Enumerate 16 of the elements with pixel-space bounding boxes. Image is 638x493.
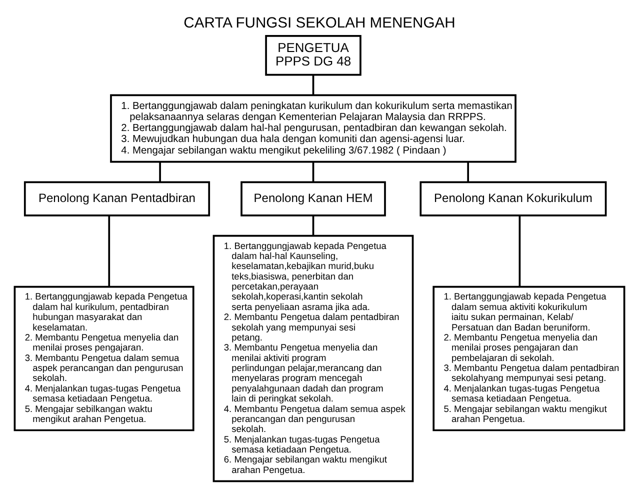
diagram-title: CARTA FUNGSI SEKOLAH MENENGAH xyxy=(183,15,455,32)
node-box: 1. Bertanggungjawab dalam peningkatan kurikulum dan kokurikulum serta memastikan pelaksanaannya selaras dengan Kementerian Pelajaran Malaysia dan RRPPS. 2. Bertanggungjawab dalam hal-hal pengurusan, pentadbiran dan kewangan sekolah. 3. Mewujudkan hubungan dua hala dengan komuniti dan agensi-agensi luar. 4. Mengajar sebilangan waktu mengikut pekeliling 3/67.1982 ( Pindaan ) xyxy=(110,94,516,163)
node-box: 1. Bertanggungjawab kepada Pengetua dalam hal-hal Kaunseling, keselamatan,kebajikan murid,buku teks,biasiswa, penerbitan dan percetakan,perayaan sekolah,koperasi,kantin sekolah serta penyeliaan asrama jika ada. 2. Membantu Pengetua dalam pentadbiran sekolah yang mempunyai sesi petang. 3. Membantu Pengetua menyelia dan menilai aktiviti program perlindungan pelajar,merancang dan menyelaras program mencegah penyalahgunaan dadah dan program lain di peringkat sekolah. 4. Membantu Pengetua dalam semua aspek perancangan dan pengurusan sekolah. 5. Menjalankan tugas-tugas Pengetua semasa ketiadaan Pengetua. 6. Mengajar sebilangan waktu mengikut arahan Pengetua. xyxy=(212,234,414,482)
connector xyxy=(312,162,314,182)
connector xyxy=(466,162,468,182)
node-box: 1. Bertanggungjawab kepada Pengetua dalam semua aktiviti kokurikulum iaitu sukan permainan, Kelab/ Persatuan dan Badan beruniform. 2. Membantu Pengetua menyelia dan menilai proses pengajaran dan pembelajaran di sekolah. 3. Membantu Pengetua dalam pentadbiran sekolahyang mempunyai sesi petang. 4. Menjalankan tugas-tugas Pengetua semasa ketiadaan Pengetua. 5. Mengajar sebilangan waktu mengikut arahan Pengetua. xyxy=(432,286,625,432)
connector xyxy=(312,216,314,236)
connector xyxy=(108,216,110,287)
node-box: PENGETUA PPPS DG 48 xyxy=(264,34,361,76)
node-box: Penolong Kanan Pentadbiran xyxy=(23,181,210,216)
node-box: Penolong Kanan HEM xyxy=(240,181,386,216)
node-box: Penolong Kanan Kokurikulum xyxy=(419,181,606,216)
node-box: 1. Bertanggungjawab kepada Pengetua dalam hal kurikulum, pentadbiran hubungan masyarakat dan keselamatan. 2. Membantu Pengetua menyelia dan menilai proses pengajaran. 3. Membantu Pengetua dalam semua aspek perancangan dan pengurusan sekolah. 4. Menjalankan tugas-tugas Pengetua semasa ketiadaan Pengetua. 5. Mengajar sebilkangan waktu mengikut arahan Pengetua. xyxy=(13,286,194,432)
connector xyxy=(312,74,314,95)
connector xyxy=(158,162,160,182)
connector xyxy=(518,216,520,287)
